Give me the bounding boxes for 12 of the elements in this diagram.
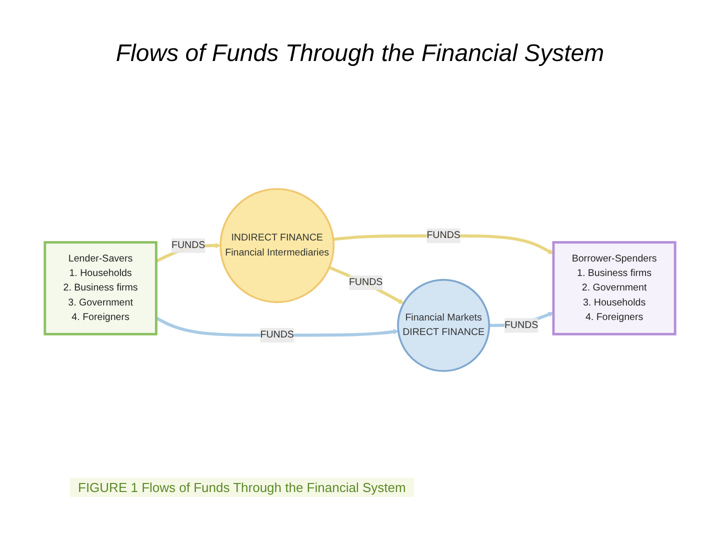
edge-label: FUNDS xyxy=(260,330,294,340)
node-circle: Financial Markets DIRECT FINANCE xyxy=(397,278,490,372)
edge-label: FUNDS xyxy=(504,320,538,330)
edge-label: FUNDS xyxy=(426,230,460,241)
title: Flows of Funds Through the Financial System xyxy=(114,40,606,68)
edge-label: FUNDS xyxy=(348,277,383,288)
node-circle: INDIRECT FINANCE Financial Intermediaries xyxy=(220,188,335,304)
edge-label: FUNDS xyxy=(171,240,206,250)
node-box: Lender-Savers 1. Households 2. Business firms 3. Government 4. Foreigners xyxy=(44,241,158,336)
figure-caption: FIGURE 1 Flows of Funds Through the Financial System xyxy=(70,478,414,497)
node-box: Borrower-Spenders 1. Business firms 2. Government 3. Households 4. Foreigners xyxy=(552,241,676,336)
arrow xyxy=(328,266,404,304)
